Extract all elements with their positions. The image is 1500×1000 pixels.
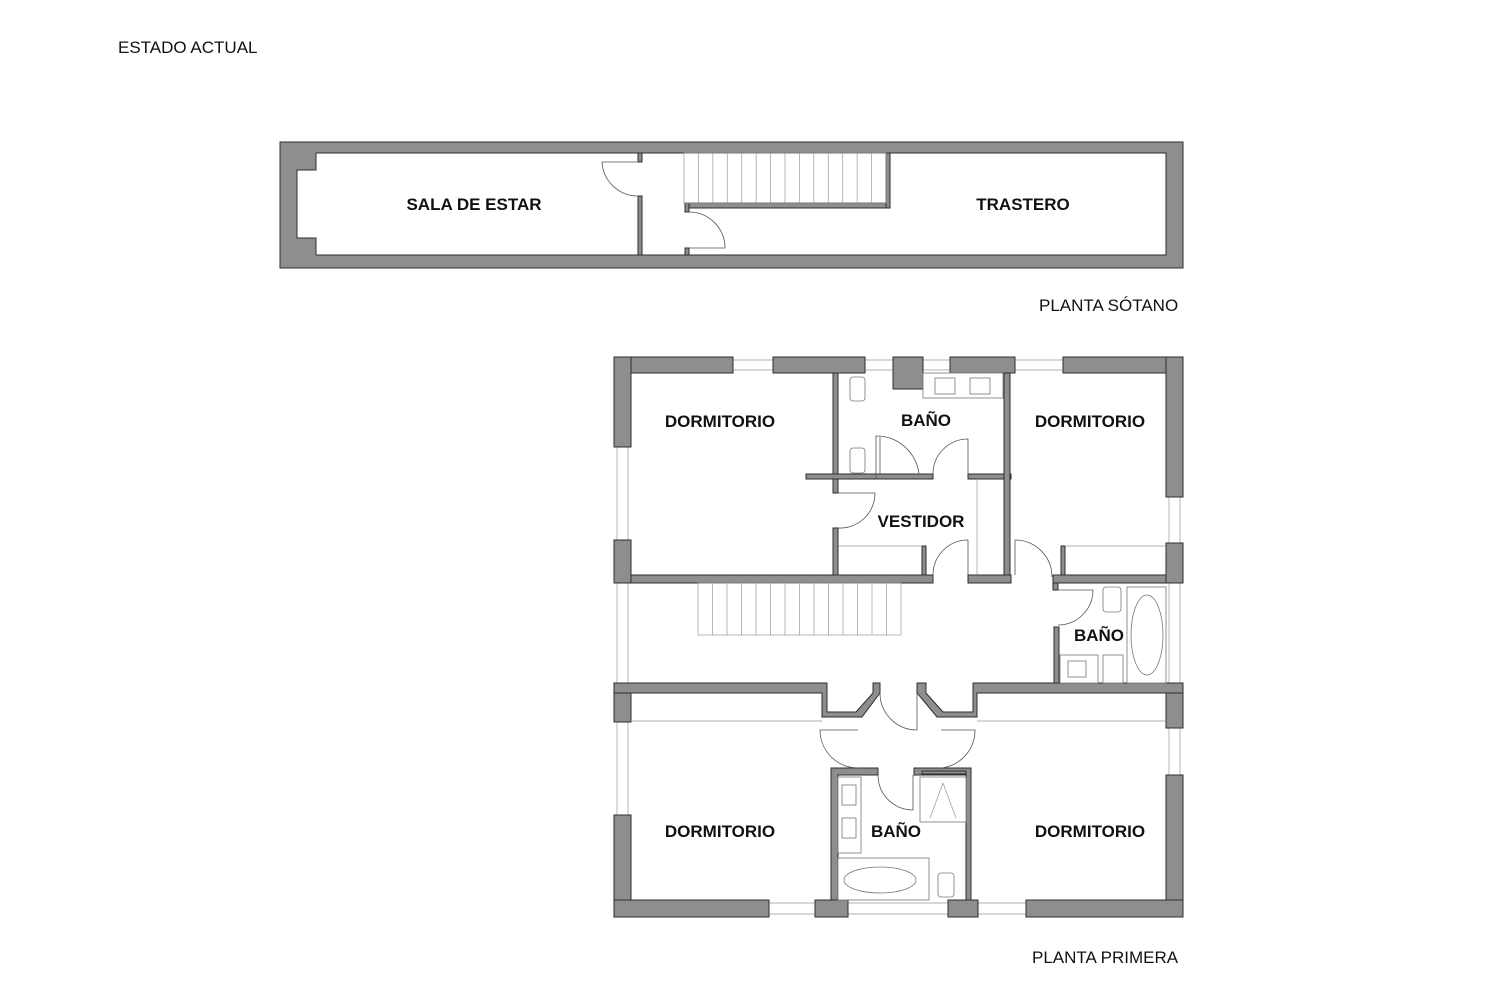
stair-wall	[684, 202, 690, 213]
room-label: DORMITORIO	[1035, 412, 1145, 431]
fixtures	[631, 372, 1167, 901]
stairs	[683, 152, 887, 204]
stairs	[697, 582, 902, 636]
stair-wall	[885, 152, 891, 209]
interior-walls	[613, 372, 1184, 901]
shower-icon	[919, 776, 967, 823]
windows	[616, 359, 1181, 915]
first-floor-plan: DORMITORIO BAÑO DORMITORIO VESTIDOR BAÑO…	[613, 356, 1184, 967]
door-swing	[688, 211, 726, 249]
room-label: BAÑO	[1074, 625, 1124, 645]
room-label: DORMITORIO	[1035, 822, 1145, 841]
room-label: SALA DE ESTAR	[406, 195, 541, 214]
basement-caption: PLANTA SÓTANO	[1039, 296, 1178, 315]
toilet-icon	[849, 376, 866, 402]
basement-plan: SALA DE ESTAR TRASTERO PLANTA SÓTANO	[279, 141, 1184, 315]
door-swings	[819, 435, 1094, 811]
basement-outer-walls	[279, 141, 1184, 269]
toilet-icon	[1102, 586, 1122, 613]
room-label: BAÑO	[901, 410, 951, 430]
stair-wall	[684, 202, 891, 209]
first-floor-caption: PLANTA PRIMERA	[1032, 948, 1179, 967]
bidet-icon	[849, 447, 866, 474]
room-label: BAÑO	[871, 821, 921, 841]
room-label: DORMITORIO	[665, 412, 775, 431]
toilet-icon	[937, 872, 955, 898]
stair-wall	[684, 247, 690, 256]
partition-wall	[637, 152, 643, 163]
room-label: DORMITORIO	[665, 822, 775, 841]
room-label: TRASTERO	[976, 195, 1070, 214]
drawing-title: ESTADO ACTUAL	[118, 38, 258, 57]
door-swing	[601, 161, 639, 197]
partition-wall	[637, 195, 643, 256]
exterior-walls	[613, 356, 1184, 918]
room-label: VESTIDOR	[878, 512, 965, 531]
